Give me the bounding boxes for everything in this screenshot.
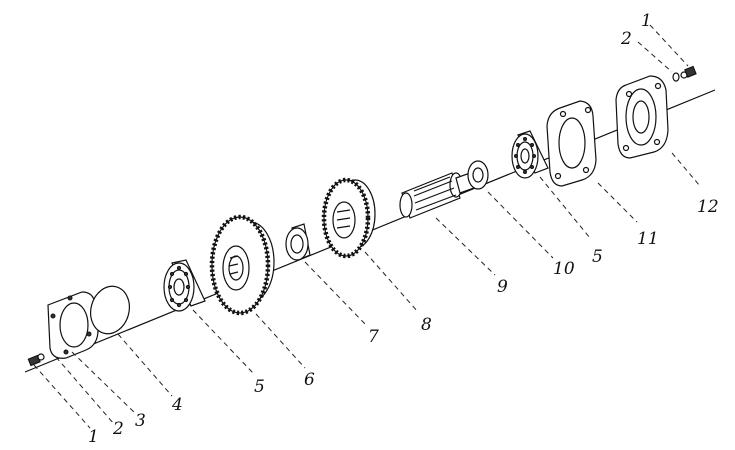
o-ring [90, 285, 130, 335]
left-bearing [163, 259, 206, 312]
leader-1-right [649, 24, 689, 67]
leader-7 [304, 261, 367, 326]
right-washer [672, 72, 680, 82]
callout-7: 7 [368, 327, 379, 347]
leader-2-right [637, 41, 673, 73]
callout-1-left: 1 [88, 427, 99, 447]
callout-1-right: 1 [641, 11, 652, 31]
leader-6 [255, 313, 306, 369]
right-bolt [680, 65, 697, 79]
gasket [546, 100, 597, 187]
small-gear [321, 177, 376, 259]
callout-4: 4 [171, 395, 183, 415]
right-end-cover [615, 75, 669, 159]
callout-5-right: 5 [592, 247, 603, 267]
callout-11: 11 [637, 229, 659, 249]
callout-9: 9 [497, 277, 508, 297]
callout-10: 10 [553, 259, 575, 279]
left-end-cover [47, 291, 99, 359]
leader-12 [671, 152, 701, 187]
leader-11 [597, 182, 638, 223]
large-gear [209, 214, 275, 316]
callout-2-left: 2 [112, 419, 124, 439]
callout-8: 8 [421, 315, 432, 335]
left-bolt [27, 353, 45, 367]
leader-2-left [55, 356, 115, 425]
callout-12: 12 [697, 197, 719, 217]
leader-8 [364, 251, 419, 313]
thrust-washer [467, 160, 489, 190]
leader-5-left [192, 309, 254, 374]
callout-3: 3 [135, 411, 146, 431]
leader-10 [487, 191, 554, 259]
leader-3 [71, 351, 137, 415]
leader-4 [117, 333, 173, 397]
leader-1-left [33, 364, 91, 429]
spacer-bushing [285, 223, 311, 261]
splined-shaft [399, 172, 475, 219]
leader-5-right [539, 176, 591, 239]
callout-6: 6 [304, 370, 315, 390]
leader-9 [435, 217, 496, 276]
callout-5-left: 5 [254, 377, 265, 397]
callout-2-right: 2 [620, 29, 632, 49]
right-bearing [511, 130, 549, 179]
